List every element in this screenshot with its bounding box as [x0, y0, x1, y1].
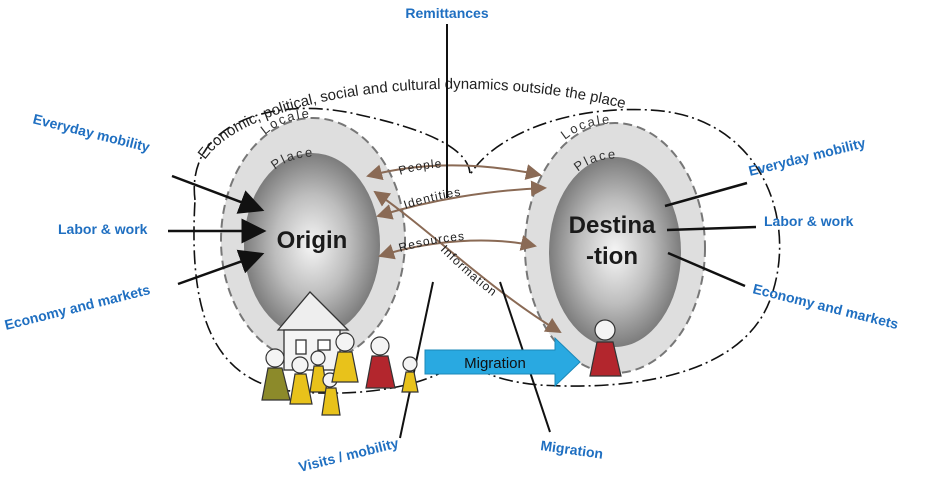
left-labor-work-label: Labor & work [58, 221, 148, 237]
flow-information-label: Information [438, 242, 500, 299]
migration-arrow: Migration [424, 336, 581, 388]
remittances-label: Remittances [405, 5, 488, 21]
left-everyday-mobility-label: Everyday mobility [31, 110, 151, 155]
bottom-migration-label: Migration [540, 437, 605, 462]
flow-information-arrow [373, 190, 562, 334]
right-economy-markets-line [667, 251, 746, 288]
destination-title-line1: Destina [569, 212, 656, 239]
left-labels: Everyday mobility Labor & work Economy a… [3, 110, 152, 332]
flow-people-label: People [397, 156, 443, 177]
destination-title-line2: -tion [586, 243, 638, 270]
migration-arrow-label: Migration [464, 355, 526, 372]
flow-people-arrow [366, 164, 542, 181]
left-everyday-mobility-arrow [171, 174, 265, 214]
left-economy-markets-arrow [177, 249, 265, 286]
house-icon [276, 291, 350, 371]
left-economy-markets-label: Economy and markets [3, 281, 152, 333]
right-labor-work-label: Labor & work [764, 213, 854, 229]
right-economy-markets-label: Economy and markets [751, 280, 900, 332]
destination-place [549, 157, 681, 347]
migrant-figure-icon [589, 319, 622, 377]
outer-boundary [193, 107, 781, 394]
right-everyday-mobility-line [664, 181, 748, 208]
flow-identities-label: Identities [402, 185, 463, 212]
right-everyday-mobility-label: Everyday mobility [747, 134, 867, 179]
origin-title: Origin [277, 227, 348, 254]
migration-arrow-shape [424, 336, 581, 388]
visits-mobility-line [399, 281, 434, 439]
visits-mobility-label: Visits / mobility [297, 435, 400, 475]
origin-place [244, 153, 380, 337]
family-figures-icon [261, 332, 419, 416]
right-labor-work-line [666, 225, 757, 232]
